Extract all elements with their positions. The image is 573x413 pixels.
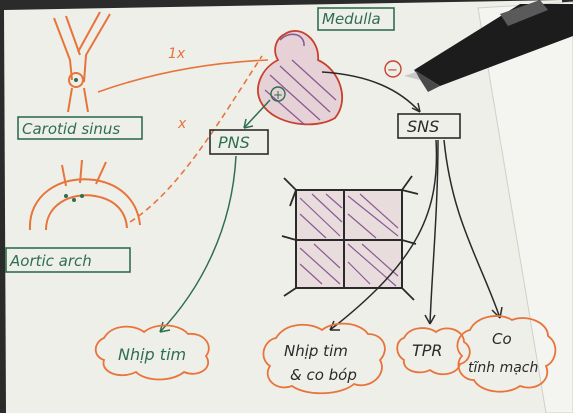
sns-to-heart-arrow [329, 139, 438, 331]
effect-heart-text-2: & co bóp [290, 366, 357, 384]
medulla-to-sns-arrow [321, 71, 421, 113]
medulla-text: Medulla [322, 10, 381, 28]
effect-cloud-tpr: TPR [396, 327, 471, 376]
effect-pns-text: Nhịp tim [118, 345, 186, 364]
carotid-node [74, 78, 78, 82]
effect-heart-text-1: Nhịp tim [284, 342, 348, 360]
effect-cloud-heart: Nhịp tim & co bóp [262, 322, 386, 395]
aortic-afferent-arrow [129, 55, 263, 223]
minus-sign: − [387, 63, 398, 78]
medulla-to-pns-head [243, 118, 254, 129]
carotid-sinus-drawing [53, 11, 111, 113]
pns-text: PNS [218, 133, 250, 152]
effect-veins-text-1: Co [492, 330, 512, 348]
medulla-label: Medulla [317, 7, 395, 31]
aortic-arch-drawing [28, 159, 141, 231]
pns-to-effect-arrow [159, 155, 237, 333]
carotid-sinus-text: Carotid sinus [22, 120, 120, 138]
marker-x: x [177, 116, 187, 132]
sns-to-tpr-head [424, 314, 436, 325]
pns-label: PNS [209, 129, 269, 155]
sns-text: SNS [407, 117, 439, 136]
plus-sign: + [273, 88, 283, 102]
effect-veins-text-2: tĩnh mạch [468, 360, 538, 376]
medulla-drawing [257, 30, 344, 126]
aortic-dots [64, 194, 84, 202]
carotid-sinus-label: Carotid sinus [17, 116, 143, 140]
minus-marker: − [384, 60, 402, 78]
carotid-afferent-arrow [97, 59, 269, 93]
sns-to-veins-arrow [443, 139, 501, 319]
pen-drawing [404, 0, 573, 92]
medulla-to-pns-arrow [243, 99, 271, 129]
marker-1x: 1x [168, 46, 186, 62]
heart-drawing [281, 175, 419, 301]
effect-tpr-text: TPR [412, 341, 443, 360]
sns-label: SNS [397, 113, 461, 139]
effect-cloud-veins: Co tĩnh mạch [456, 315, 557, 393]
pns-to-effect-head [159, 321, 171, 333]
medulla-to-sns-head [411, 102, 421, 113]
sns-to-tpr-arrow [429, 139, 439, 325]
aortic-arch-text: Aortic arch [9, 252, 92, 270]
effect-cloud-pns: Nhịp tim [94, 324, 210, 381]
aortic-arch-label: Aortic arch [5, 247, 131, 273]
